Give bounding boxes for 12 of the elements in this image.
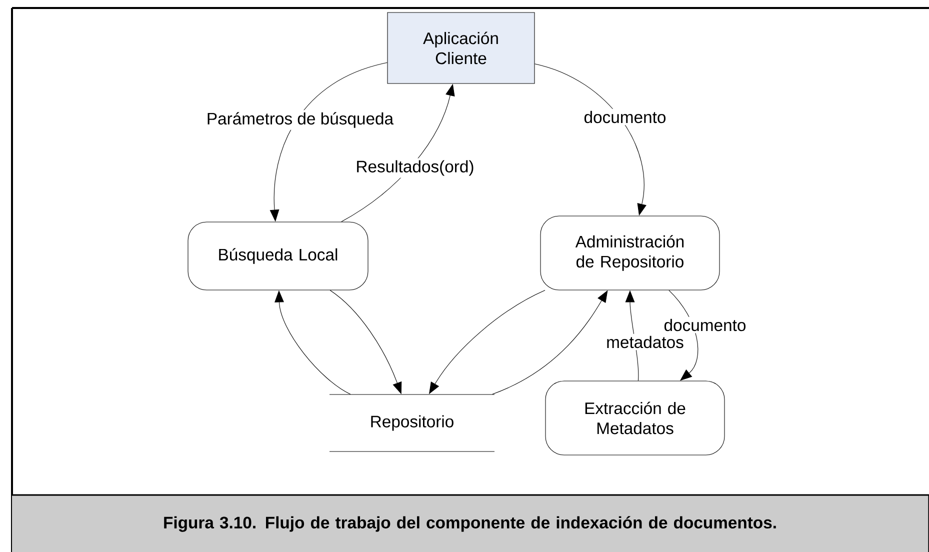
process-box: Búsqueda Local	[188, 222, 368, 290]
process-box: Aplicación Cliente	[387, 12, 535, 84]
caption-band: Figura 3.10. Flujo de trabajo del componente de indexación de documentos.	[11, 494, 929, 552]
edge-label: metadatos	[604, 334, 686, 350]
edge-label: documento	[662, 316, 748, 334]
edge-label: Resultados(ord)	[354, 158, 476, 178]
data-store: Repositorio	[329, 394, 495, 452]
process-box: Administración de Repositorio	[540, 216, 720, 290]
arrow	[668, 290, 698, 381]
edge-label: Parámetros de búsqueda	[204, 110, 396, 130]
edge-label: documento	[582, 108, 668, 126]
process-box: Extracción de Metadatos	[545, 380, 725, 456]
